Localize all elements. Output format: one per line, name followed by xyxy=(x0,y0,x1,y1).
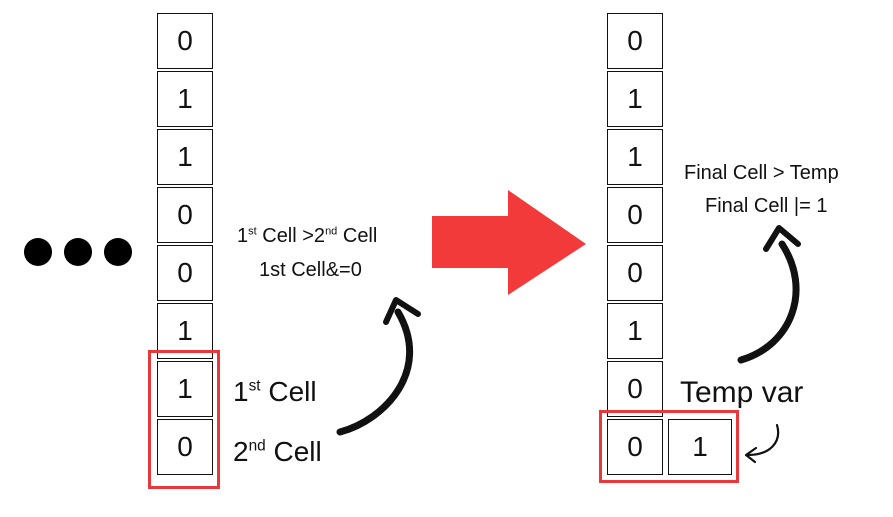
ellipsis-dot-2 xyxy=(64,238,92,266)
right-cell-6: 0 xyxy=(607,361,663,417)
ellipsis-dot-1 xyxy=(24,238,52,266)
final-cell-line-2: Final Cell |= 1 xyxy=(705,195,828,217)
temp-var-cell: 1 xyxy=(668,419,732,475)
condition-line-1: 1st Cell >2nd Cell xyxy=(237,225,378,247)
left-cell-5: 1 xyxy=(157,303,213,359)
left-curved-arrow-head xyxy=(383,297,421,325)
left-cell-7: 0 xyxy=(157,419,213,475)
second-cell-label: 2nd Cell xyxy=(233,436,322,467)
right-curved-arrow-head xyxy=(763,225,801,252)
right-cell-5: 1 xyxy=(607,303,663,359)
temp-var-arrow-head xyxy=(744,446,758,464)
left-cell-0: 0 xyxy=(157,13,213,69)
transition-arrow xyxy=(432,190,586,295)
right-cell-1: 1 xyxy=(607,71,663,127)
right-cell-3: 0 xyxy=(607,187,663,243)
right-cell-0: 0 xyxy=(607,13,663,69)
left-highlight-box xyxy=(148,350,220,489)
first-cell-label: 1st Cell xyxy=(233,376,317,407)
right-cell-7: 0 xyxy=(607,419,663,475)
left-cell-1: 1 xyxy=(157,71,213,127)
left-cell-2: 1 xyxy=(157,129,213,185)
right-cell-4: 0 xyxy=(607,245,663,301)
left-curved-arrow xyxy=(336,308,414,436)
condition-line-2: 1st Cell&=0 xyxy=(259,259,362,281)
left-cell-4: 0 xyxy=(157,245,213,301)
left-cell-6: 1 xyxy=(157,361,213,417)
left-cell-3: 0 xyxy=(157,187,213,243)
temp-var-label: Temp var xyxy=(680,376,804,409)
ellipsis-dot-3 xyxy=(104,238,132,266)
final-cell-line-1: Final Cell > Temp xyxy=(684,162,839,184)
temp-var-arrow xyxy=(746,423,780,457)
right-cell-2: 1 xyxy=(607,129,663,185)
right-curved-arrow xyxy=(737,240,800,364)
right-highlight-box xyxy=(599,410,739,483)
